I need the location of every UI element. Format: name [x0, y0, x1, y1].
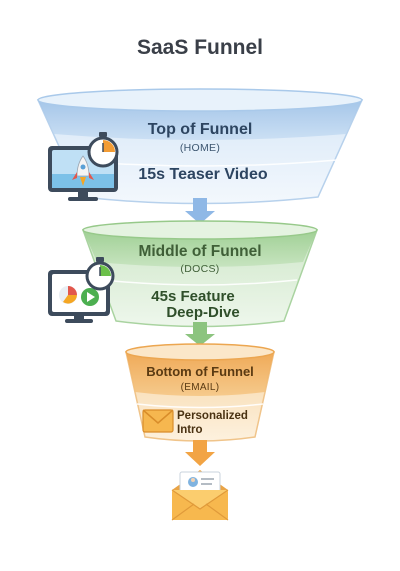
middle-stage-content-line1: 45s Feature — [151, 288, 235, 305]
envelope-profile-letter-icon — [171, 470, 229, 521]
arrow-middle-to-bottom — [185, 322, 215, 346]
stopwatch-icon — [87, 132, 119, 168]
top-stage-content: 15s Teaser Video — [138, 166, 268, 183]
funnel-stage-top — [36, 88, 364, 205]
arrow-top-to-middle — [185, 198, 215, 224]
funnel-title: SaaS Funnel — [136, 36, 264, 59]
middle-stage-content-line2: Deep-Dive — [166, 304, 240, 321]
stopwatch-icon — [85, 257, 115, 291]
top-stage-channel: (HOME) — [179, 142, 221, 154]
bottom-stage-content-line1: Personalized — [177, 410, 248, 422]
middle-stage-heading: Middle of Funnel — [138, 243, 262, 260]
bottom-stage-heading: Bottom of Funnel — [146, 364, 254, 379]
bottom-stage-content-line2: Intro — [177, 424, 203, 436]
top-stage-heading: Top of Funnel — [147, 121, 253, 138]
bottom-stage-channel: (EMAIL) — [180, 382, 220, 393]
middle-stage-channel: (DOCS) — [180, 263, 220, 275]
funnel-stage-middle — [81, 220, 319, 328]
envelope-icon — [142, 409, 174, 433]
arrow-bottom-to-output — [185, 440, 215, 466]
